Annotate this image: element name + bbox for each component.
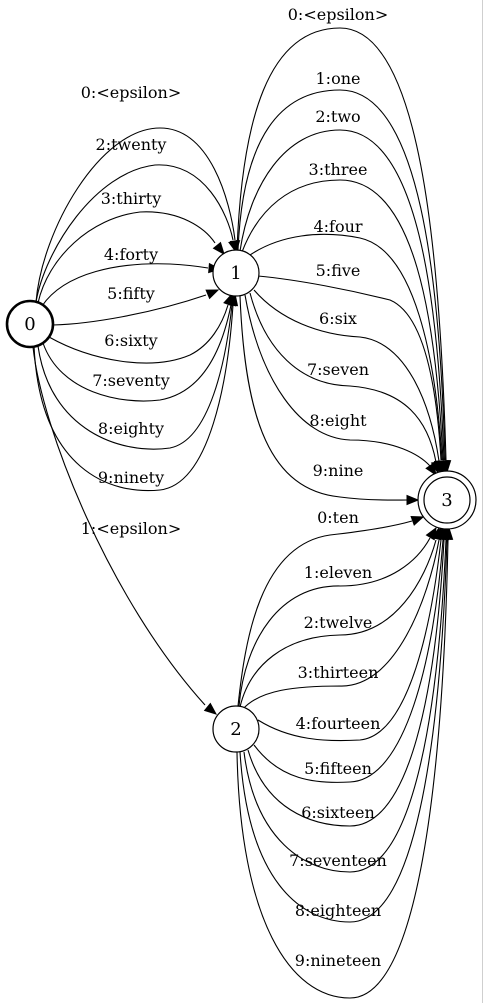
arc-0-1-3-thirty-edge <box>37 211 216 304</box>
state-3: 3 <box>417 470 477 530</box>
state-0-circle <box>5 299 55 349</box>
arc-2-3-1-eleven-label: 1:eleven <box>304 563 372 582</box>
arc-2-3-5-fifteen-edge <box>253 539 444 783</box>
arc-1-3-3-three-edge <box>241 179 444 461</box>
state-3-final-ring <box>423 476 471 524</box>
state-0-label: 0 <box>24 314 35 335</box>
arc-0-1-2-twenty-label: 2:twenty <box>96 135 167 154</box>
arc-0-2-1-epsilon-arrowhead <box>203 702 218 715</box>
arc-1-3-7-seven-edge <box>249 292 437 463</box>
arc-0-1-7-seventy-edge <box>42 304 232 402</box>
arc-2-3-7-seventeen-label: 7:seventeen <box>289 851 387 870</box>
arc-0-1-5-fifty-arrowhead <box>205 289 220 300</box>
arc-1-3-2-two-label: 2:two <box>315 107 360 126</box>
arc-0-1-9-ninety-label: 9:ninety <box>98 468 164 487</box>
arc-0-1-0-epsilon-edge <box>35 127 236 303</box>
arc-1-3-3-three-label: 3:three <box>309 160 368 179</box>
arc-1-3-7-seven-label: 7:seven <box>307 360 369 379</box>
arc-2-3-7-seventeen-edge <box>243 539 447 873</box>
arc-2-3-6-sixteen-label: 6:sixteen <box>301 803 375 822</box>
arc-0-2-1-epsilon-label: 1:<epsilon> <box>81 519 181 538</box>
arc-1-3-4-four-label: 4:four <box>313 217 362 236</box>
arc-2-3-2-twelve-edge <box>239 539 437 708</box>
arc-0-1-6-sixty-edge <box>48 304 229 364</box>
state-2-label: 2 <box>230 719 241 740</box>
arc-2-3-0-ten-label: 0:ten <box>317 508 359 527</box>
arc-2-3-9-nineteen-edge <box>236 539 449 999</box>
state-2: 2 <box>212 705 260 753</box>
arc-0-1-5-fifty-edge <box>52 294 207 326</box>
arc-2-3-5-fifteen-label: 5:fifteen <box>304 759 372 778</box>
state-0: 0 <box>5 299 55 349</box>
arc-1-3-9-nine-label: 9:nine <box>313 461 364 480</box>
arc-1-3-1-one-edge <box>237 89 446 461</box>
arc-2-3-3-thirteen-edge <box>242 539 440 710</box>
arc-2-3-0-ten-edge <box>237 520 413 707</box>
arc-0-1-9-ninety-edge <box>33 304 234 492</box>
state-2-circle <box>212 705 260 753</box>
arc-2-3-4-fourteen-edge <box>257 539 442 742</box>
arc-2-3-4-fourteen-label: 4:fourteen <box>296 714 381 733</box>
state-3-label: 3 <box>441 490 452 511</box>
arc-0-1-3-thirty-arrowhead <box>212 241 225 256</box>
arc-1-3-5-five-edge <box>257 275 442 461</box>
arc-2-3-3-thirteen-label: 3:thirteen <box>298 663 379 682</box>
arc-1-3-8-eight-arrowhead <box>425 462 437 477</box>
arc-0-1-9-ninety-arrowhead <box>227 292 239 307</box>
arc-1-3-4-four-edge <box>249 233 443 461</box>
arc-1-3-9-nine-arrowhead <box>406 494 420 506</box>
arc-0-1-7-seventy-label: 7:seventy <box>92 371 170 390</box>
arc-0-1-6-sixty-label: 6:sixty <box>104 331 157 350</box>
state-1-circle <box>212 249 260 297</box>
arc-1-3-8-eight-edge <box>244 294 431 467</box>
edges-layer <box>32 27 454 999</box>
arc-0-1-8-eighty-edge <box>37 304 233 450</box>
arc-2-3-9-nineteen-arrowhead <box>442 526 454 540</box>
arc-2-3-8-eighteen-edge <box>239 539 448 923</box>
state-1-label: 1 <box>230 263 241 284</box>
arc-1-3-6-six-label: 6:six <box>319 309 357 328</box>
arc-0-1-8-eighty-label: 8:eighty <box>98 419 164 438</box>
arc-1-3-5-five-label: 5:five <box>316 261 361 280</box>
arc-1-3-1-one-label: 1:one <box>316 69 361 88</box>
arc-2-3-9-nineteen-label: 9:nineteen <box>295 951 381 970</box>
arc-2-3-0-ten-arrowhead <box>410 516 425 526</box>
arc-0-1-4-forty-edge <box>41 263 209 307</box>
arc-2-3-6-sixteen-edge <box>247 539 445 827</box>
arc-1-3-0-epsilon-edge <box>236 27 447 461</box>
arc-0-1-3-thirty-label: 3:thirty <box>101 189 162 208</box>
arc-1-3-0-epsilon-label: 0:<epsilon> <box>288 5 388 24</box>
arc-0-1-2-twenty-edge <box>35 164 234 303</box>
arc-1-3-2-two-edge <box>239 129 445 461</box>
arc-0-2-1-epsilon-edge <box>32 346 206 706</box>
arc-2-3-1-eleven-edge <box>238 537 431 707</box>
arc-1-3-9-nine-edge <box>239 295 409 501</box>
arc-1-3-8-eight-label: 8:eight <box>309 411 367 430</box>
arc-0-1-5-fifty-label: 5:fifty <box>107 284 155 303</box>
states-layer: 0 1 2 3 <box>5 249 477 753</box>
edge-labels-layer: 0:<epsilon> 2:twenty 3:thirty 4:forty 5:fift… <box>81 5 388 970</box>
arc-1-3-6-six-edge <box>253 289 440 462</box>
arc-2-3-2-twelve-label: 2:twelve <box>304 613 373 632</box>
arc-2-3-8-eighteen-label: 8:eighteen <box>295 901 381 920</box>
arc-0-1-0-epsilon-label: 0:<epsilon> <box>81 83 181 102</box>
state-1: 1 <box>212 249 260 297</box>
arc-0-1-4-forty-label: 4:forty <box>104 245 158 264</box>
